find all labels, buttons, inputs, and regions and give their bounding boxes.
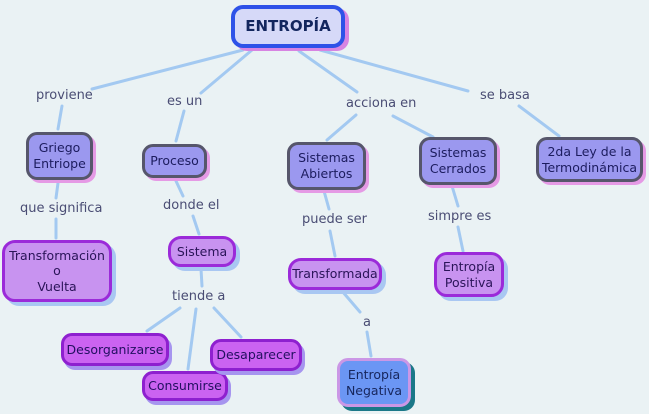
node-transformacion-o-vuelta[interactable]: Transformación o Vuelta <box>2 240 112 302</box>
edge-label-es-un[interactable]: es un <box>167 94 203 109</box>
edge-label-donde-el[interactable]: donde el <box>163 198 220 213</box>
edge-label-puede-ser[interactable]: puede ser <box>302 212 367 227</box>
edge-label-que-significa[interactable]: que significa <box>20 201 103 216</box>
node-transformada[interactable]: Transformada <box>288 258 382 290</box>
node-entropia-positiva[interactable]: Entropía Positiva <box>434 252 504 297</box>
node-sistema[interactable]: Sistema <box>168 236 236 267</box>
node-2da-ley-termodinamica[interactable]: 2da Ley de la Termodinámica <box>536 137 643 182</box>
node-sistemas-abiertos[interactable]: Sistemas Abiertos <box>287 142 366 190</box>
edge-label-se-basa[interactable]: se basa <box>480 88 530 103</box>
node-desorganizarse[interactable]: Desorganizarse <box>61 333 169 366</box>
edge-label-proviene[interactable]: proviene <box>36 88 93 103</box>
edge-label-acciona-en[interactable]: acciona en <box>346 96 417 111</box>
node-consumirse[interactable]: Consumirse <box>142 371 228 401</box>
edge-label-tiende-a[interactable]: tiende a <box>172 289 226 304</box>
node-entropia[interactable]: ENTROPÍA <box>231 5 345 48</box>
edge-label-a[interactable]: a <box>363 315 371 330</box>
node-entropia-negativa[interactable]: Entropía Negativa <box>337 358 411 407</box>
edge-label-simpre-es[interactable]: simpre es <box>428 209 492 224</box>
node-proceso[interactable]: Proceso <box>142 144 207 178</box>
node-sistemas-cerrados[interactable]: Sistemas Cerrados <box>419 137 497 185</box>
node-desaparecer[interactable]: Desaparecer <box>210 339 302 371</box>
node-griego-entriope[interactable]: Griego Entriope <box>26 132 93 180</box>
